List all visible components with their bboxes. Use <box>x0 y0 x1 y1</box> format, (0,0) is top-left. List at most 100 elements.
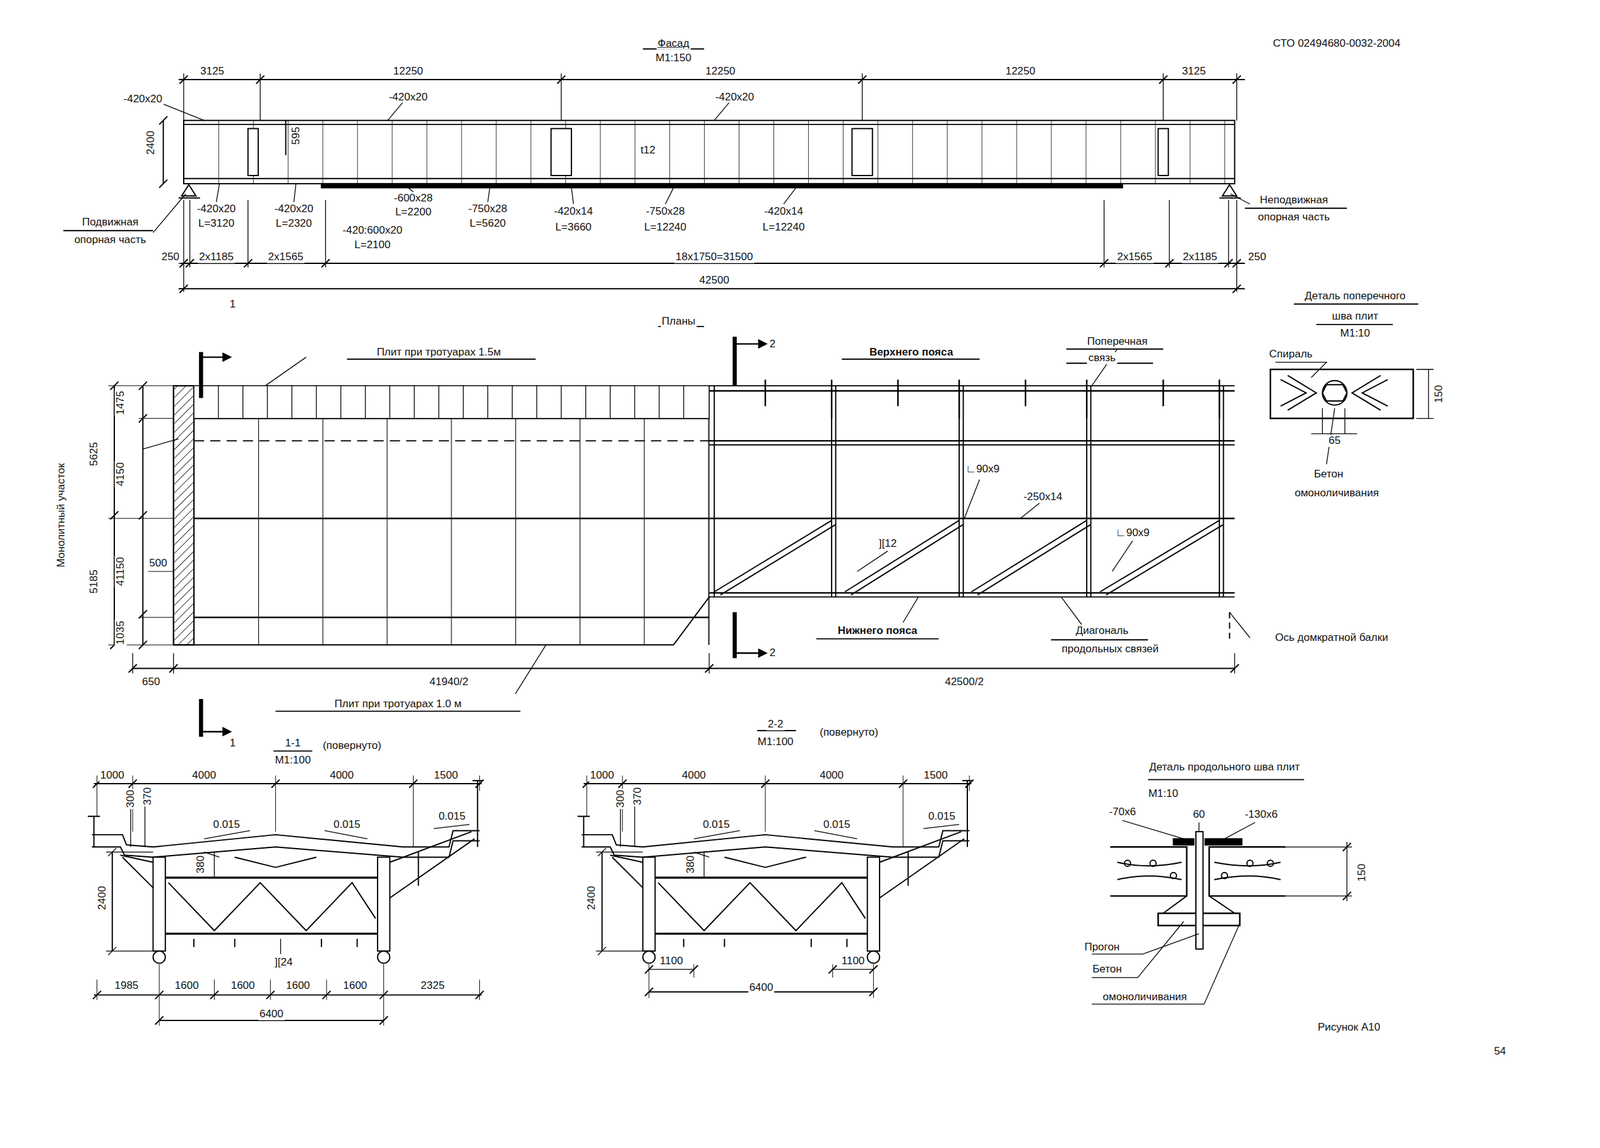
drawing-label: Прогон <box>1082 940 1121 953</box>
drawing-label: -420x14 <box>762 205 804 218</box>
drawing-label: омоноличивания <box>1293 486 1380 499</box>
drawing-label: 500 <box>147 557 168 570</box>
drawing-label: 250 <box>1247 251 1268 264</box>
drawing-label: М1:150 <box>654 52 693 65</box>
drawing-label: -420x20 <box>273 203 315 216</box>
drawing-label: 42500 <box>698 274 731 287</box>
drawing-label: 595 <box>289 125 302 146</box>
drawing-label: L=5620 <box>468 217 508 230</box>
drawing-label: опорная часть <box>1256 211 1332 224</box>
drawing-label: Верхнего пояса <box>868 346 955 359</box>
drawing-label: М1:10 <box>1339 327 1372 340</box>
drawing-label: 2 <box>768 337 777 350</box>
drawing-label: 1100 <box>840 955 867 968</box>
drawing-label: Плит при тротуарах 1.0 м <box>333 698 463 711</box>
drawing-label: -750x28 <box>644 205 686 218</box>
drawing-label: 0.015 <box>701 818 732 831</box>
drawing-label: L=2200 <box>394 206 433 219</box>
drawing-label: Ось домкратной балки <box>1274 632 1390 645</box>
drawing-label: 3125 <box>198 65 226 78</box>
drawing-label: -420x20 <box>387 90 429 103</box>
drawing-label: 18x1750=31500 <box>674 251 754 264</box>
drawing-label: 3125 <box>1180 65 1208 78</box>
drawing-label: -420x20 <box>195 203 237 216</box>
drawing-label: 1500 <box>432 769 460 782</box>
drawing-label: 2400 <box>95 884 108 912</box>
drawing-label: 4150 <box>114 461 127 489</box>
drawing-label: шва плит <box>1331 310 1380 323</box>
drawing-label: 1000 <box>99 769 126 782</box>
drawing-label: 150 <box>1356 862 1369 883</box>
drawing-label: 41150 <box>114 555 127 588</box>
drawing-label: Фасад <box>656 37 691 50</box>
drawing-label: 1-1 <box>284 736 303 749</box>
drawing-label: 1500 <box>922 769 950 782</box>
drawing-label: 2x1565 <box>1115 251 1154 264</box>
drawing-label: -420x20 <box>122 92 164 105</box>
drawing-label: Монолитный участок <box>55 462 68 569</box>
drawing-label: ][24 <box>273 956 294 969</box>
drawing-label: 42500/2 <box>943 675 985 688</box>
drawing-label: связь <box>1087 352 1117 365</box>
drawing-label: ∟90x9 <box>964 463 1002 476</box>
drawing-label: 12250 <box>1003 65 1037 78</box>
drawing-label: Поперечная <box>1086 335 1150 348</box>
drawing-label: L=12240 <box>642 221 688 234</box>
drawing-label: СТО 02494680-0032-2004 <box>1271 37 1402 50</box>
drawing-label: Деталь продольного шва плит <box>1147 761 1301 774</box>
drawing-label: L=2100 <box>352 239 392 252</box>
drawing-label: 54 <box>1492 1044 1508 1057</box>
drawing-label: Деталь поперечного <box>1303 289 1407 302</box>
drawing-label: 370 <box>142 785 155 806</box>
drawing-label: 5185 <box>87 568 100 595</box>
drawing-label: 300 <box>125 788 138 809</box>
drawing-label: (повернуто) <box>321 740 383 753</box>
drawing-label: 60 <box>1191 808 1206 821</box>
drawing-label: 0.015 <box>437 810 468 823</box>
drawing-label: L=3120 <box>197 217 236 230</box>
drawing-label: 65 <box>1327 435 1342 448</box>
drawing-label: 4000 <box>680 769 708 782</box>
drawing-label: ][12 <box>877 537 898 550</box>
drawing-label: 250 <box>160 251 181 264</box>
drawing-label: 2x1185 <box>1181 251 1219 264</box>
drawing-label: 1600 <box>229 979 257 992</box>
drawing-label: L=2320 <box>274 217 314 230</box>
drawing-label: 2-2 <box>766 718 785 731</box>
drawing-label: Нижнего пояса <box>836 624 919 637</box>
drawing-label: -750x28 <box>467 203 509 216</box>
drawing-label: 2325 <box>419 979 446 992</box>
drawing-label: L=12240 <box>761 221 807 234</box>
drawing-label: 1600 <box>173 979 201 992</box>
drawing-label: Плит при тротуарах 1.5м <box>375 346 503 359</box>
drawing-label: 380 <box>685 854 698 875</box>
drawing-label: омоноличивания <box>1101 991 1189 1004</box>
drawing-label: -70x6 <box>1107 806 1138 819</box>
drawing-label: 12250 <box>704 65 737 78</box>
drawing-label: 0.015 <box>211 818 242 831</box>
drawing-label: 0.015 <box>926 810 957 823</box>
drawing-label: М1:100 <box>756 736 795 749</box>
drawing-label: 1100 <box>658 955 685 968</box>
drawing-label: 6400 <box>258 1008 285 1021</box>
drawing-label: 1 <box>228 736 237 749</box>
drawing-label: 1035 <box>114 619 127 646</box>
drawing-label: опорная часть <box>73 233 148 246</box>
drawing-label: 2x1185 <box>197 251 235 264</box>
drawing-label: 5625 <box>87 440 100 468</box>
drawing-label: Бетон <box>1312 468 1345 481</box>
drawing-label: Спираль <box>1267 347 1314 360</box>
drawing-label: 1600 <box>341 979 369 992</box>
drawing-label: Подвижная <box>80 216 140 229</box>
drawing-label: М1:100 <box>273 754 312 767</box>
drawing-label: -420x14 <box>553 205 595 218</box>
drawing-label: t12 <box>638 143 657 156</box>
drawing-label: 650 <box>140 675 162 688</box>
drawing-label: 0.015 <box>822 818 852 831</box>
drawing-label: -130x6 <box>1243 808 1279 821</box>
drawing-label: 1 <box>228 298 237 311</box>
drawing-label: 4000 <box>818 769 845 782</box>
drawing-label: Бетон <box>1091 963 1123 976</box>
drawing-label: 4000 <box>190 769 218 782</box>
